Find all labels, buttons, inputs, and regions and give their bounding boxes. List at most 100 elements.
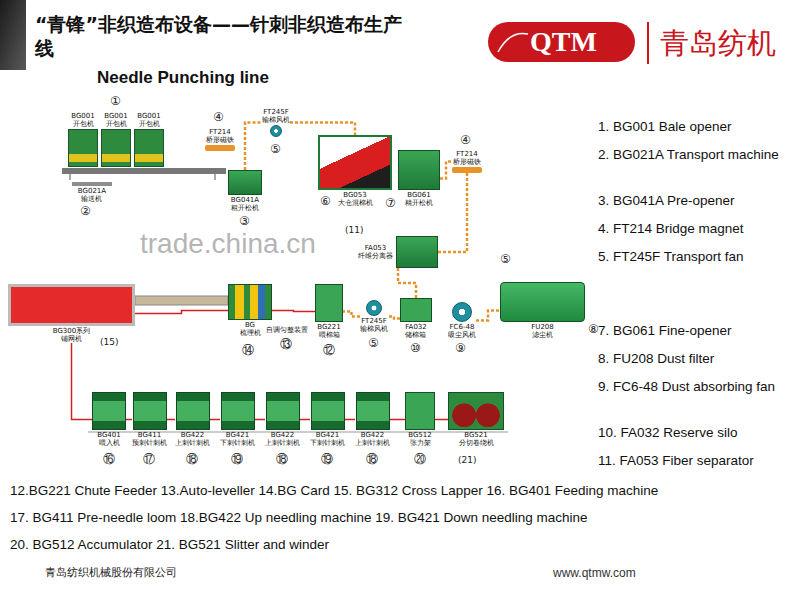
list-item: 3. BG041A Pre-opener [598, 192, 794, 210]
list-line: 12.BG221 Chute Feeder 13.Auto-leveller 1… [10, 482, 658, 500]
watermark: trade.china.cn [140, 228, 316, 260]
callout-number: ⑳ [414, 452, 426, 466]
machine-label: BG411 [138, 431, 161, 439]
machine-icon [228, 170, 262, 195]
machine-label: BG001 [71, 112, 94, 120]
bale-conveyor [62, 168, 226, 174]
machine-icon [133, 392, 167, 430]
machine-label: BG [245, 321, 255, 329]
web-line [435, 419, 448, 421]
machine-label: 喂入机 [99, 439, 120, 447]
machine-label: 粗开松机 [231, 204, 259, 212]
machine-label: 精开松机 [405, 199, 433, 207]
machine-label-group: BG422上刺针刺机 [265, 431, 300, 447]
part-name: 自调匀整装置 [266, 326, 308, 334]
machine-label-group: FT245F输棉风机 [360, 317, 388, 333]
machine-label-group: BG001开包机 [104, 112, 127, 128]
machine-icon [405, 392, 435, 430]
machine-icon [398, 150, 440, 190]
machine-label-group: BG521分切卷绕机 [459, 431, 494, 447]
machine: FT245F输棉风机 [262, 108, 290, 137]
machine-label-group: FC6-48吸尘风机 [448, 323, 476, 339]
logo-oval [488, 22, 635, 62]
machine-label-group: BG411预刺针刺机 [132, 431, 167, 447]
machine: BG421下刺针刺机 [220, 392, 255, 447]
list-item: 10. FA032 Reserve silo [598, 424, 794, 442]
machine-label: BG021A [78, 187, 106, 195]
machine-label-group: BG001开包机 [71, 112, 94, 128]
transport-pipe [438, 173, 467, 252]
machine-label: 输棉风机 [360, 325, 388, 333]
machine-icon [101, 129, 131, 167]
conveyor-leg [70, 174, 71, 180]
machine-icon [500, 282, 585, 322]
callout-number: (15) [100, 336, 118, 348]
machine-label-group: BG梳理机 [240, 321, 261, 337]
list-item: 2. BG021A Transport machine [598, 146, 794, 164]
callout-number: ⑭ [242, 343, 254, 357]
callout-number: ① [110, 94, 121, 108]
callout-number: ⑫ [323, 343, 335, 357]
machine-label: BG001 [137, 112, 160, 120]
machine-icon [205, 145, 235, 151]
transport-pipe [290, 123, 355, 136]
corner-band [0, 0, 26, 70]
machine-label: 分切卷绕机 [459, 439, 494, 447]
transport-pipe [245, 123, 262, 171]
machine: BG422上刺针刺机 [265, 392, 300, 447]
machine: BG001开包机 [68, 112, 98, 167]
machine-label: BG061 [407, 191, 430, 199]
transport-pipe [398, 268, 416, 298]
machine-label: 预刺针刺机 [132, 439, 167, 447]
machine-icon [221, 392, 255, 430]
machine-label-group: BG041A粗开松机 [231, 196, 259, 212]
machine-icon [92, 392, 126, 430]
machine-label: 梳理机 [240, 329, 261, 337]
machine: FT245F输棉风机 [360, 300, 388, 333]
machine-label: FT245F [263, 108, 289, 116]
machine-label: FA053 [365, 244, 387, 252]
machine-label-group: FA032储棉箱 [405, 323, 427, 339]
machine: BG401喂入机 [92, 392, 126, 447]
logo-chinese: 青岛纺机 [660, 24, 776, 62]
machine-label: 储棉箱 [405, 331, 426, 339]
machine-label: 输棉风机 [262, 116, 290, 124]
machine-label-group: BG001开包机 [137, 112, 160, 128]
machine-label-group: BG021A输送机 [78, 187, 106, 203]
machine-icon [8, 284, 135, 326]
machine-label: BG300系列 [53, 327, 90, 335]
callout-number: ⑥ [320, 194, 331, 208]
web-line [390, 419, 405, 421]
callout-number: ⑨ [455, 341, 466, 355]
callout-number: ⑱ [366, 452, 378, 466]
transport-pipe [343, 312, 360, 317]
machine-label: 桥形磁铁 [206, 136, 234, 144]
machine-icon [176, 392, 210, 430]
callout-number: ⑱ [276, 452, 288, 466]
machine: BG521分切卷绕机 [448, 392, 504, 447]
machine-label: 张力架 [410, 439, 431, 447]
machine: BG061精开松机 [398, 150, 440, 207]
web-line [72, 343, 93, 420]
web-line [210, 419, 220, 421]
web-line [300, 419, 310, 421]
conveyor-leg [215, 174, 216, 180]
callout-number: ⑤ [500, 252, 511, 266]
machine-label: FT214 [456, 150, 478, 158]
machine-label-group: BG300系列铺网机 [53, 327, 90, 343]
machine: FU208滤尘机 [500, 282, 585, 339]
machine: BG512张力架 [405, 392, 435, 447]
machine-icon [366, 300, 382, 316]
machine-label: BG422 [271, 431, 294, 439]
list-item: 11. FA053 Fiber separator [598, 452, 794, 470]
logo-divider [647, 22, 649, 64]
machine-label: BG422 [181, 431, 204, 439]
website: www.qtmw.com [553, 566, 636, 580]
company-name: 青岛纺织机械股份有限公司 [45, 566, 177, 580]
machine-label: 滤尘机 [532, 331, 553, 339]
machine-icon [400, 298, 432, 322]
callout-number: ④ [460, 133, 471, 147]
machine-label: 上刺针刺机 [355, 439, 390, 447]
machine-label-group: BG422上刺针刺机 [175, 431, 210, 447]
machine-icon [396, 236, 438, 268]
